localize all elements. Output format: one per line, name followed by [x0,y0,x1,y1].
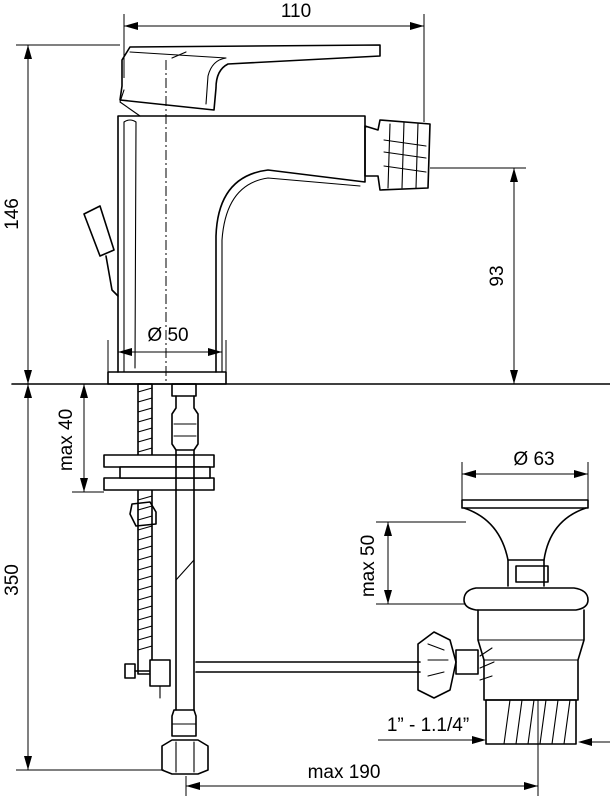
dim-93-arrow-bottom [510,370,518,384]
dim-max50-arrow-top [384,522,392,536]
linkage-rod [124,659,421,699]
threaded-rod [137,383,153,675]
dim-max190-arrow-right [524,782,538,790]
drain-tail-threads [503,699,571,745]
nozzle-outline [364,119,431,191]
nozzle-knurl [383,139,427,173]
drain-pivot-body [455,649,479,675]
dim-110-label: 110 [281,1,311,22]
wing-nut [129,501,157,527]
drain-flange [463,587,589,611]
drain-pivot-nut [417,631,457,699]
dim-thread-arrow [472,736,486,744]
drain-body [477,609,585,701]
bidet-nozzle [364,119,431,191]
faucet-body-outline [117,115,366,373]
drain-assembly [417,499,589,745]
dim-d63-arrow-right [574,470,588,478]
lever-outline [119,44,381,111]
drain-cap [461,499,589,509]
drain-pivot-spring [479,647,495,681]
dim-d50-arrow-right [208,348,222,356]
dim-d63-label: Ø 63 [513,449,554,470]
faucet-body [107,115,366,385]
dimension-lines [16,14,610,796]
lever-inner [129,51,227,105]
pop-up-knob [83,205,115,257]
hose-top-nut [171,395,199,451]
dim-max50-arrow-bottom [384,590,392,604]
dim-thread-right-arrow [578,738,592,746]
dim-max40-arrow-bottom [80,478,88,492]
drain-cap-curve [463,507,587,561]
dim-110-arrow-left [124,22,138,30]
dim-thread-label: 1” - 1.1/4” [387,715,469,736]
dim-146-arrow-top [24,45,32,59]
dim-max40-arrow-top [80,384,88,398]
dim-93-label: 93 [487,265,508,286]
dim-d50-label: Ø 50 [147,325,188,346]
pop-up-rod [83,205,119,297]
dim-146-label: 146 [2,198,23,230]
faucet-base-plate [107,371,227,385]
dim-350-label: 350 [2,564,23,596]
hose-top-fitting [171,383,197,397]
mounting-bracket [103,454,215,527]
drain-cap-window [515,565,549,583]
dim-max190-label: max 190 [308,762,381,783]
dim-max50-label: max 50 [358,535,379,597]
faucet-body-inner [123,119,137,373]
threaded-rod-threads [137,387,153,651]
hose-bottom-nut [171,709,197,737]
lever-joint [119,89,141,117]
dim-max40-label: max 40 [56,409,77,471]
dim-350-arrow-bottom [24,756,32,770]
dim-350-arrow-top [24,384,32,398]
dim-d63-arrow-left [462,470,476,478]
spout-inner [221,177,361,373]
dim-max190-arrow-left [186,782,200,790]
hose-break-mark [175,559,195,581]
dim-146-arrow-bottom [24,370,32,384]
linkage-clip [124,663,136,679]
lever-detail [171,51,187,59]
lever-handle [119,44,381,117]
drain-pivot-nut-ribs [427,643,449,677]
dim-110-arrow-right [410,22,424,30]
nozzle-ring-1 [387,123,391,189]
hose-bottom-connector [161,739,209,775]
dim-d50-arrow-left [118,348,132,356]
drain-tail [485,699,577,745]
linkage-clamp [149,659,171,687]
threaded-rod-outline [137,383,153,675]
pop-up-stem [105,255,119,297]
dimension-labels: 110 146 93 Ø 50 max 40 350 Ø 63 max 50 1… [2,1,555,783]
flexible-hose [161,383,209,775]
nozzle-ring-3 [415,122,419,189]
dim-93-arrow-top [510,168,518,182]
bracket-upper-plate [103,454,215,468]
bracket-spacer [119,466,211,479]
bracket-lower-plate [103,477,215,491]
